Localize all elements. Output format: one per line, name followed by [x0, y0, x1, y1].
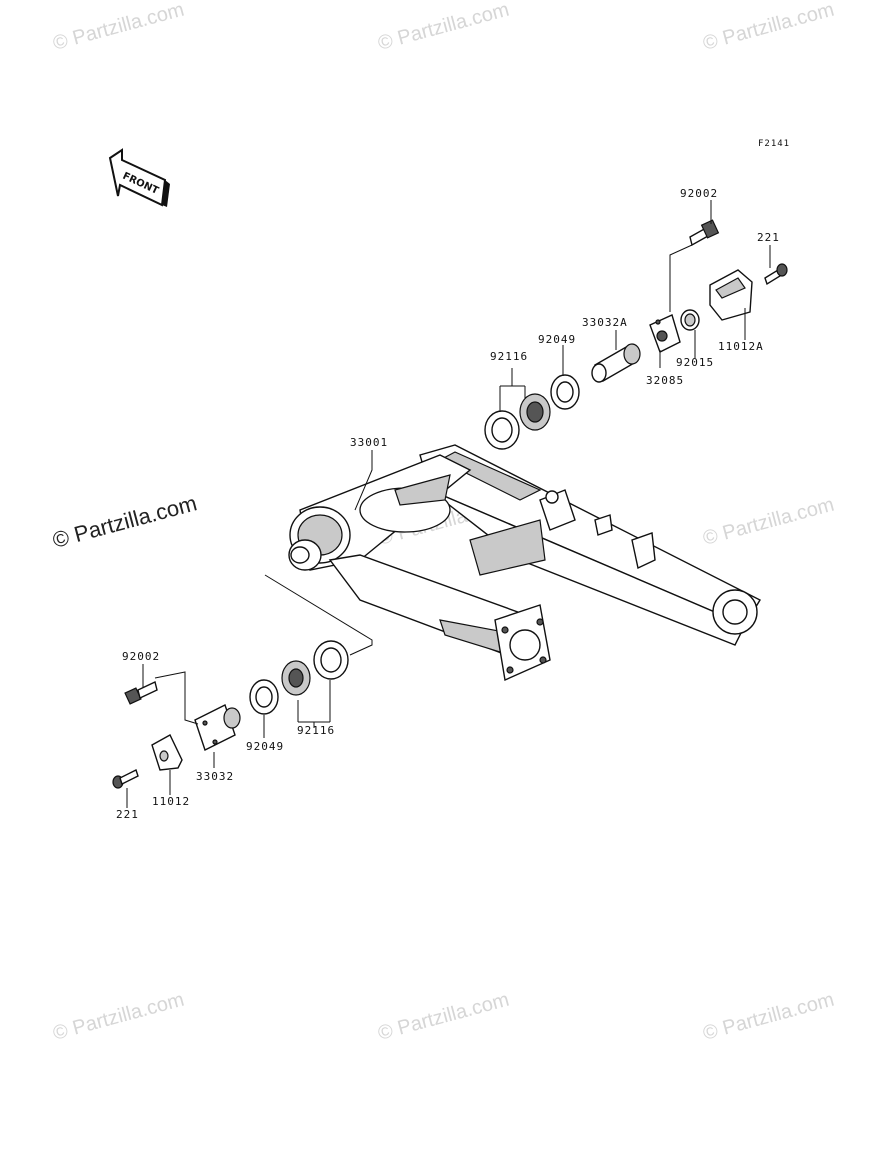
cap-11012: [151, 734, 183, 771]
label-92049-bottom: 92049: [246, 740, 284, 753]
swingarm-33001: [288, 444, 761, 682]
watermark: © Partzilla.com: [376, 0, 512, 55]
label-92015: 92015: [676, 356, 714, 369]
screw-221-bottom: [112, 769, 139, 789]
watermark: © Partzilla.com: [701, 494, 837, 550]
label-33032: 33032: [196, 770, 234, 783]
figure-code: F2141: [758, 139, 790, 149]
label-33001: 33001: [350, 436, 388, 449]
screw-221-top: [764, 263, 788, 286]
watermark-strong: © Partzilla.com: [50, 490, 200, 553]
plate-32085: [649, 314, 681, 353]
label-11012A: 11012A: [718, 340, 764, 353]
label-221-top: 221: [757, 231, 780, 244]
cap-11012A: [709, 269, 753, 321]
seal-92049-top: [550, 374, 580, 410]
bearing-92116-bottom: [281, 640, 349, 696]
bolt-92002-bottom: [124, 681, 158, 705]
label-92116-top: 92116: [490, 350, 528, 363]
bolt-92002-top: [689, 219, 720, 247]
nut-92015: [680, 309, 700, 331]
watermark: © Partzilla.com: [51, 0, 187, 55]
label-33032A: 33032A: [582, 316, 628, 329]
pivot-shaft-33032A: [591, 343, 641, 383]
watermark: © Partzilla.com: [376, 989, 512, 1045]
front-arrow-icon: FRONT: [108, 148, 170, 207]
bearing-92116-top: [484, 393, 551, 450]
label-92049-top: 92049: [538, 333, 576, 346]
label-32085: 32085: [646, 374, 684, 387]
seal-92049-bottom: [249, 679, 279, 715]
watermark: © Partzilla.com: [701, 989, 837, 1045]
watermark: © Partzilla.com: [51, 989, 187, 1045]
label-92116-bottom: 92116: [297, 724, 335, 737]
watermark: © Partzilla.com: [701, 0, 837, 55]
label-92002-bottom: 92002: [122, 650, 160, 663]
label-11012: 11012: [152, 795, 190, 808]
part-labels: 92002 221 33032A 92049 92116 92015 32085…: [116, 187, 780, 821]
pivot-shaft-33032: [194, 704, 241, 751]
label-221-bottom: 221: [116, 808, 139, 821]
leader-lines: [126, 200, 771, 808]
label-92002-top: 92002: [680, 187, 718, 200]
